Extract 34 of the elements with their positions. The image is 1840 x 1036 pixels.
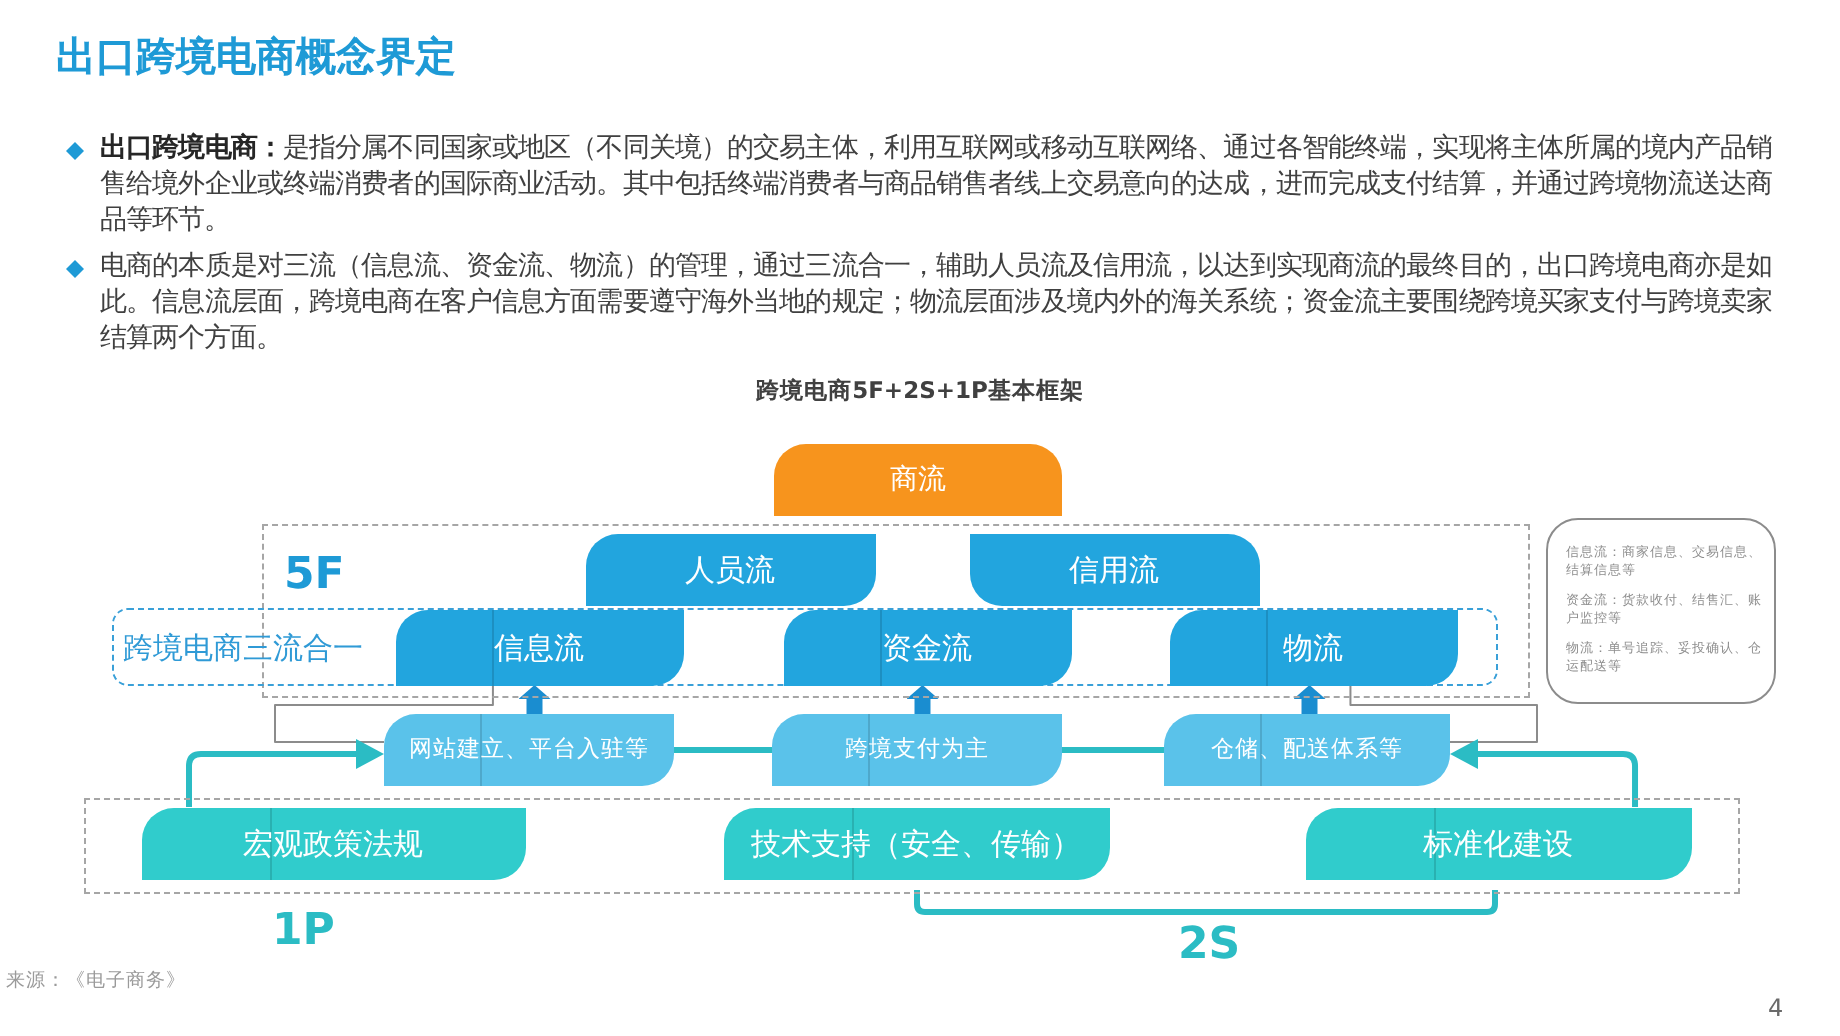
flow-box: 物流 bbox=[1169, 609, 1457, 685]
group-label: 2S bbox=[1178, 920, 1241, 973]
support-box: 标准化建设 bbox=[1305, 807, 1691, 879]
connector-line bbox=[1349, 684, 1538, 743]
diagram-heading: 跨境电商5F+2S+1P基本框架 bbox=[756, 378, 1084, 406]
support-box: 宏观政策法规 bbox=[141, 807, 525, 879]
page-title: 出口跨境电商概念界定 bbox=[56, 32, 456, 80]
flow-box: 信息流 bbox=[395, 609, 683, 685]
dashed-frame bbox=[84, 798, 1740, 894]
group-label: 跨境电商三流合一 bbox=[123, 629, 363, 665]
group-label: 5F bbox=[284, 550, 345, 603]
group-label: 1P bbox=[272, 906, 335, 959]
arrow bbox=[906, 685, 939, 714]
dashed-frame bbox=[112, 608, 1498, 686]
flow-box: 资金流 bbox=[783, 609, 1071, 685]
flow-box: 商流 bbox=[774, 444, 1062, 516]
connector-line bbox=[274, 684, 494, 743]
support-box: 技术支持（安全、传输） bbox=[723, 807, 1109, 879]
process-box: 跨境支付为主 bbox=[772, 714, 1062, 786]
connector-line bbox=[1062, 747, 1164, 753]
arrow bbox=[186, 739, 384, 807]
arrow bbox=[1450, 739, 1639, 807]
note-box bbox=[1546, 518, 1776, 704]
arrow bbox=[518, 685, 551, 714]
connector-line bbox=[674, 747, 772, 753]
page-number: 4 bbox=[1768, 994, 1784, 1023]
arrow bbox=[1293, 685, 1326, 714]
source-note: 来源：《电子商务》 bbox=[6, 970, 186, 993]
bullet-text: 出口跨境电商：是指分属不同国家或地区（不同关境）的交易主体，利用互联网或移动互联网络、通过各智能终端，实现将主体所属的境内产品销售给境外企业或终端消费者的国际商业活动。其中包括终端消费者与商品销售者线上交易意向的达成，进而完成支付结算，并通过跨境物流送达商品等环节。 bbox=[100, 132, 1772, 240]
flow-box: 人员流 bbox=[585, 533, 875, 605]
process-box: 仓储、配送体系等 bbox=[1164, 714, 1450, 786]
process-box: 网站建立、平台入驻等 bbox=[384, 714, 674, 786]
bullet-text: 电商的本质是对三流（信息流、资金流、物流）的管理，通过三流合一，辅助人员流及信用流，以达到实现商流的最终目的，出口跨境电商亦是如此。信息流层面，跨境电商在客户信息方面需要遵守海外当地的规定；物流层面涉及境内外的海关系统；资金流主要围绕跨境买家支付与跨境卖家结算两个方面。 bbox=[100, 250, 1772, 358]
flow-box: 信用流 bbox=[969, 533, 1259, 605]
